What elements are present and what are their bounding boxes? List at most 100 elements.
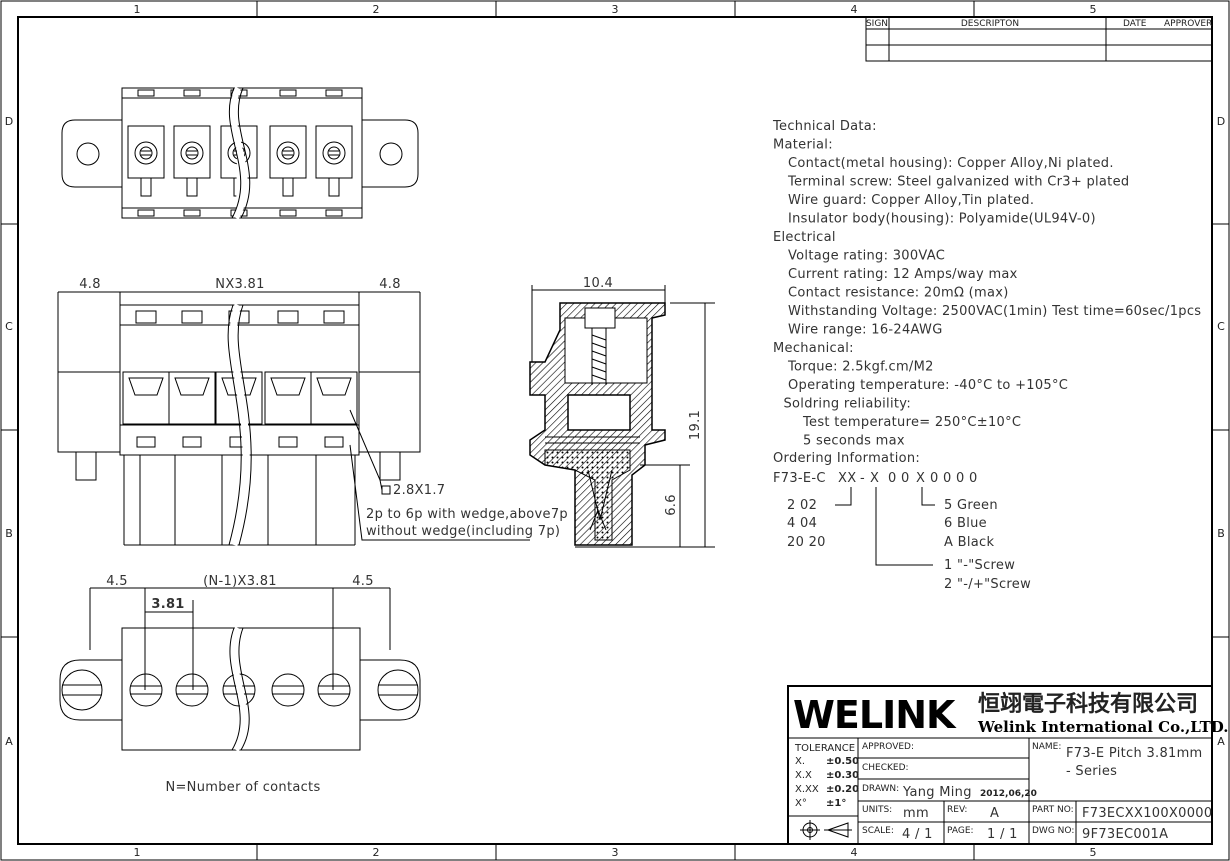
dim-pitch: 3.81 bbox=[151, 597, 184, 612]
scale-value: 4 / 1 bbox=[902, 827, 933, 842]
terminal-cell bbox=[269, 125, 307, 179]
top-notch bbox=[183, 89, 201, 97]
title-block: WELINK 恒翊電子科技有限公司 Welink International C… bbox=[787, 685, 1229, 845]
col-label-1: 1 bbox=[134, 3, 141, 16]
company-logo: WELINK bbox=[793, 693, 957, 737]
drawn-by: Yang Ming bbox=[902, 785, 972, 800]
name-line2: - Series bbox=[1066, 764, 1117, 779]
bottom-notch bbox=[137, 209, 155, 217]
name-line1: F73-E Pitch 3.81mm bbox=[1066, 746, 1203, 761]
tolerance-label: TOLERANCE bbox=[794, 743, 855, 754]
col-label-3: 3 bbox=[612, 3, 619, 16]
row-label-d: D bbox=[5, 115, 13, 128]
screw-option-1: 1 "-"Screw bbox=[944, 558, 1015, 573]
tol-key-3: X.XX bbox=[795, 784, 819, 795]
units-value: mm bbox=[903, 806, 929, 821]
terminal-cell bbox=[127, 125, 165, 179]
pin-slot bbox=[278, 436, 298, 448]
order-code-screw: X bbox=[870, 471, 879, 486]
part-no-label: PART NO: bbox=[1032, 805, 1074, 815]
dim-height-lower: 6.6 bbox=[664, 494, 679, 516]
color-option-1: 5 Green bbox=[944, 498, 998, 513]
dwg-no-value: 9F73EC001A bbox=[1082, 827, 1168, 842]
tech-data-line: Torque: 2.5kgf.cm/M2 bbox=[787, 360, 934, 375]
tech-data-line: Terminal screw: Steel galvanized with Cr… bbox=[787, 175, 1129, 190]
tech-data-line: Wire guard: Copper Alloy,Tin plated. bbox=[788, 193, 1034, 208]
frame-labels: 1 2 3 4 5 1 2 3 4 5 D C B A D C B A bbox=[5, 3, 1225, 859]
tech-data-line: Test temperature= 250°C±10°C bbox=[802, 415, 1021, 430]
front-view: 4.8 NX3.81 4.8 2.8X1.7 2p to 6p with wed… bbox=[57, 277, 568, 546]
drawn-date: 2012,06,20 bbox=[980, 789, 1037, 799]
bottom-view: 4.5 (N-1)X3.81 4.5 3.81 N=Number of cont… bbox=[59, 574, 421, 795]
terminal-cell bbox=[315, 125, 353, 179]
number-of-contacts-note: N=Number of contacts bbox=[165, 780, 320, 795]
pole-option-1: 2 02 bbox=[787, 498, 817, 513]
top-ridge bbox=[277, 310, 299, 324]
tol-val-4: ±1° bbox=[826, 798, 846, 809]
row-label-a-right: A bbox=[1217, 735, 1225, 748]
pin-stub bbox=[186, 177, 198, 197]
contact-hole-icon bbox=[317, 673, 351, 707]
side-section-view: 10.4 19.1 6.6 bbox=[529, 276, 715, 548]
col-label-4-bottom: 4 bbox=[851, 846, 858, 859]
tol-val-2: ±0.30 bbox=[826, 770, 859, 781]
col-label-2-bottom: 2 bbox=[373, 846, 380, 859]
terminal-cell bbox=[173, 125, 211, 179]
bottom-notch bbox=[183, 209, 201, 217]
color-option-2: 6 Blue bbox=[944, 516, 987, 531]
tol-key-4: X° bbox=[795, 798, 807, 809]
tech-data-line: Contact resistance: 20mΩ (max) bbox=[788, 286, 1009, 301]
tech-data-line: Current rating: 12 Amps/way max bbox=[788, 267, 1018, 282]
dwg-no-label: DWG NO: bbox=[1032, 826, 1074, 836]
dim-height-total: 19.1 bbox=[688, 410, 703, 440]
row-label-d-right: D bbox=[1217, 115, 1225, 128]
part-no-value: F73ECXX100X0000 bbox=[1082, 806, 1212, 821]
wire-entry-funnel bbox=[316, 377, 352, 396]
wedge-note-line1: 2p to 6p with wedge,above7p bbox=[366, 507, 568, 522]
contact-hole-icon bbox=[175, 673, 209, 707]
order-code-prefix: F73-E-C bbox=[773, 471, 826, 486]
wire-entry bbox=[168, 371, 216, 425]
order-code-tail: 0 0 0 0 bbox=[930, 471, 978, 486]
units-label: UNITS: bbox=[862, 805, 892, 815]
wire-entry bbox=[310, 371, 358, 425]
row-label-c-right: C bbox=[1217, 320, 1225, 333]
contact-hole-icon bbox=[129, 673, 163, 707]
company-name-cn: 恒翊電子科技有限公司 bbox=[978, 691, 1198, 717]
order-code-poles: XX bbox=[838, 471, 856, 486]
checked-label: CHECKED: bbox=[862, 763, 909, 773]
pin-slot bbox=[136, 436, 156, 448]
approved-label: APPROVED: bbox=[862, 742, 914, 752]
pole-option-3: 20 20 bbox=[787, 535, 826, 550]
pin-stub bbox=[328, 177, 340, 197]
pin-slot bbox=[324, 436, 344, 448]
scale-label: SCALE: bbox=[862, 826, 894, 836]
screw-head-icon bbox=[281, 146, 295, 160]
pin-stub bbox=[282, 177, 294, 197]
screw-option-2: 2 "-/+"Screw bbox=[944, 577, 1031, 592]
order-code-dash: - bbox=[860, 471, 865, 486]
col-label-2: 2 bbox=[373, 3, 380, 16]
pin-stub bbox=[140, 177, 152, 197]
rev-approver-header: APPROVER bbox=[1164, 19, 1212, 29]
col-label-1-bottom: 1 bbox=[134, 846, 141, 859]
drawn-label: DRAWN: bbox=[862, 784, 899, 794]
dim-bottom-right: 4.5 bbox=[352, 574, 374, 589]
screw-icon bbox=[134, 141, 158, 165]
tol-key-2: X.X bbox=[795, 770, 812, 781]
pin-slot bbox=[182, 436, 202, 448]
tol-val-3: ±0.20 bbox=[826, 784, 859, 795]
top-view bbox=[61, 86, 419, 220]
dim-width-side: 10.4 bbox=[583, 276, 613, 291]
tech-data-line: Mechanical: bbox=[773, 341, 854, 356]
screw-head-icon bbox=[327, 146, 341, 160]
col-label-5: 5 bbox=[1090, 3, 1097, 16]
rev-sign-header: SIGN bbox=[866, 19, 888, 29]
tech-data-line: Electrical bbox=[773, 230, 836, 245]
order-code-color: X bbox=[916, 471, 925, 486]
col-label-3-bottom: 3 bbox=[612, 846, 619, 859]
rev-value: A bbox=[990, 806, 999, 821]
row-label-b: B bbox=[5, 527, 13, 540]
tol-val-1: ±0.50 bbox=[826, 756, 859, 767]
